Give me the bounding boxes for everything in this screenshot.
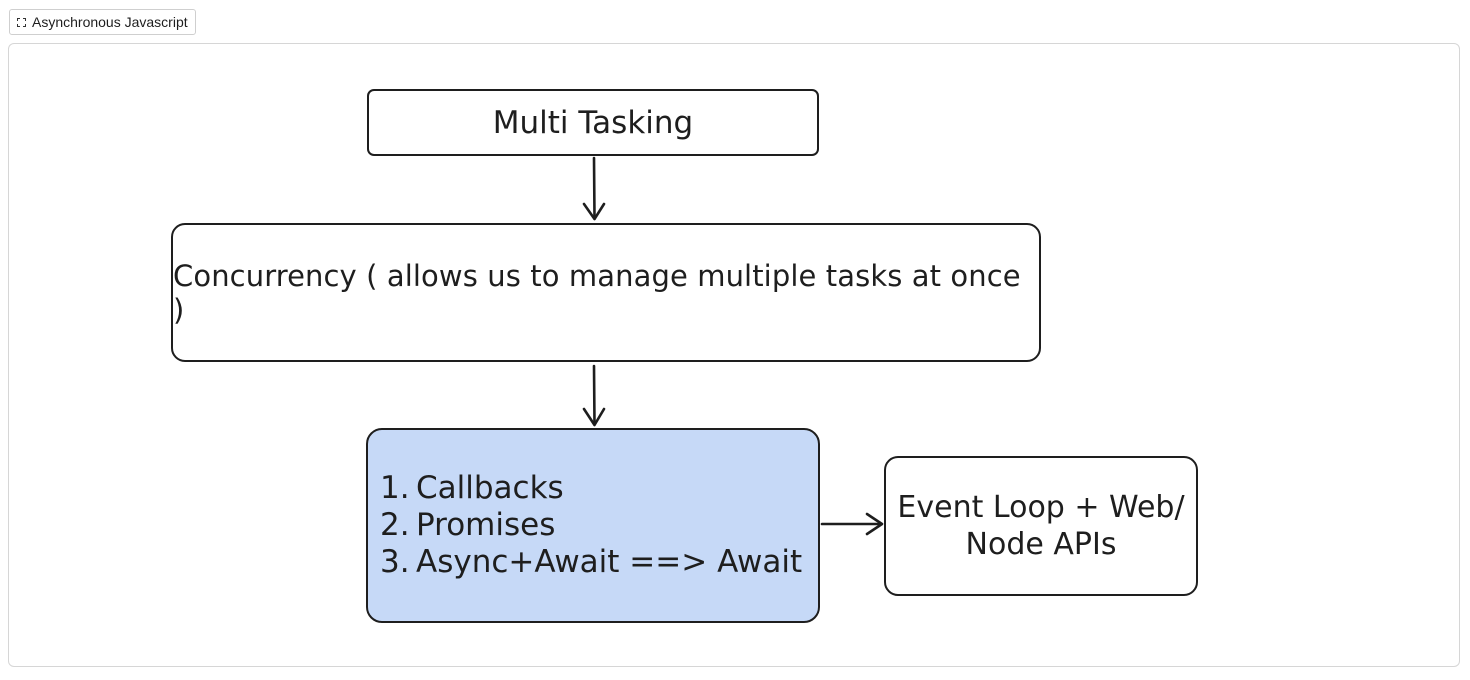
list-item-number: 1. — [380, 470, 410, 506]
frame-icon — [17, 17, 26, 27]
node-concurrency-label: Concurrency ( allows us to manage multip… — [173, 258, 1021, 327]
frame-title: Asynchronous Javascript — [32, 14, 188, 30]
list-item: 1. Callbacks — [380, 470, 818, 507]
node-concurrency[interactable]: Concurrency ( allows us to manage multip… — [171, 223, 1041, 362]
list-item: 3. Async+Await ==> Await — [380, 544, 818, 581]
frame-label[interactable]: Asynchronous Javascript — [9, 9, 196, 35]
node-event-loop-line2: Node APIs — [965, 527, 1117, 562]
node-multi-tasking-label: Multi Tasking — [492, 104, 694, 141]
node-async-techniques[interactable]: 1. Callbacks 2. Promises 3. Async+Await … — [366, 428, 820, 623]
list-item-text: Promises — [416, 507, 556, 543]
list-item: 2. Promises — [380, 507, 818, 544]
list-item-text: Callbacks — [416, 470, 564, 506]
list-item-number: 3. — [380, 544, 410, 580]
arrow-multi-to-concurrency — [582, 156, 606, 221]
node-event-loop-line1: Event Loop + Web/ — [897, 490, 1185, 525]
arrow-async-to-event-loop — [820, 512, 884, 536]
list-item-text: Async+Await ==> Await — [416, 544, 803, 580]
node-event-loop[interactable]: Event Loop + Web/ Node APIs — [884, 456, 1198, 596]
list-item-number: 2. — [380, 507, 410, 543]
node-multi-tasking[interactable]: Multi Tasking — [367, 89, 819, 156]
arrow-concurrency-to-async — [582, 364, 606, 427]
diagram-canvas[interactable]: Multi Tasking Concurrency ( allows us to… — [8, 43, 1460, 667]
